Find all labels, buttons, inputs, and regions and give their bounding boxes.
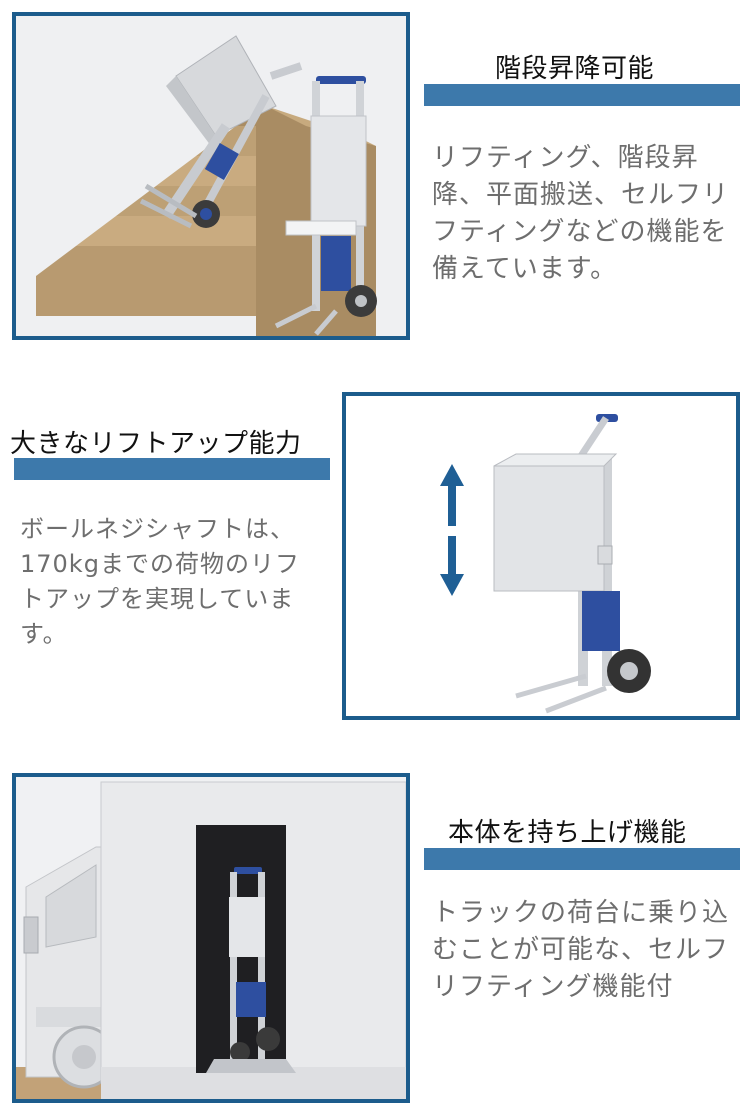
climbing-trolley — [139, 35, 303, 229]
section-1-title: 階段昇降可能 — [495, 54, 655, 84]
section-3-description: トラックの荷台に乗り込むことが可能な、セルフリフティング機能付 — [432, 898, 730, 1002]
stair-climbing-illustration — [16, 16, 406, 336]
truck-cab — [23, 846, 116, 1089]
up-down-arrows-icon — [440, 464, 464, 596]
section-2-accent-bar — [14, 458, 330, 480]
self-lifting-illustration — [16, 777, 406, 1099]
self-lifting-trolley — [206, 867, 296, 1073]
section-2-description: ボールネジシャフトは、170kgまでの荷物のリフトアップを実現しています。 — [20, 515, 300, 648]
section-2-title: 大きなリフトアップ能力 — [10, 429, 302, 459]
section-3-accent-bar — [424, 848, 740, 870]
self-lifting-image — [12, 773, 410, 1103]
stair-climbing-image — [12, 12, 410, 340]
lift-capacity-illustration — [346, 396, 736, 716]
standing-trolley — [274, 76, 377, 336]
section-1-accent-bar — [424, 84, 740, 106]
section-3-title: 本体を持ち上げ機能 — [448, 818, 687, 848]
section-1-description: リフティング、階段昇降、平面搬送、セルフリフティングなどの機能を備えています。 — [432, 143, 730, 284]
lift-capacity-image — [342, 392, 740, 720]
